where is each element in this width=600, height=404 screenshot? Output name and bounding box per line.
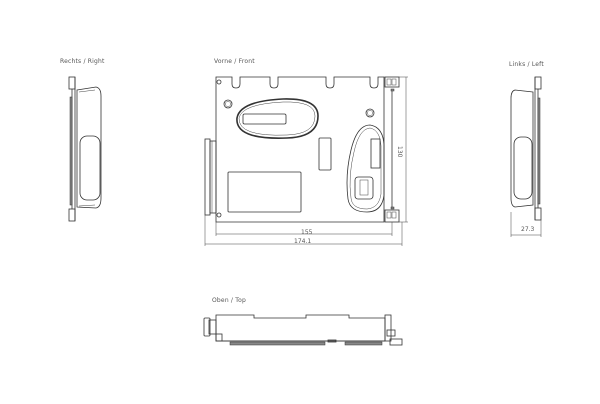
right-view-label: Rechts / Right bbox=[60, 58, 105, 65]
dimension-lines bbox=[204, 76, 408, 246]
dimension-outer-width: 174.1 bbox=[294, 238, 312, 245]
front-view bbox=[204, 76, 400, 223]
left-side-view bbox=[510, 76, 542, 237]
right-side-view bbox=[68, 76, 102, 222]
front-view-label: Vorne / Front bbox=[214, 58, 255, 65]
left-view-label: Links / Left bbox=[509, 61, 544, 68]
top-view bbox=[203, 314, 403, 346]
dimension-depth: 27.3 bbox=[521, 226, 535, 233]
top-view-label: Oben / Top bbox=[212, 297, 246, 304]
dimension-inner-width: 155 bbox=[301, 229, 313, 236]
